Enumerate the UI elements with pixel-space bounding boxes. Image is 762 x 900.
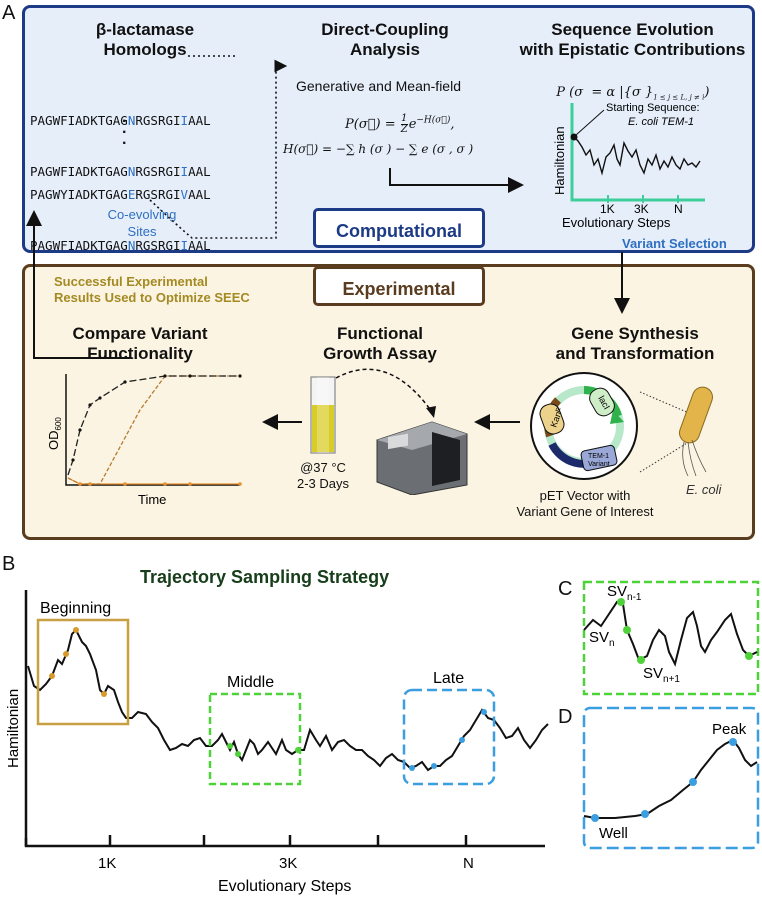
sv-prev-label: SVn-1 xyxy=(607,583,642,603)
panel-letter-d: D xyxy=(558,706,573,728)
computational-box xyxy=(22,5,755,253)
gene-title: Gene Synthesis and Transformation xyxy=(555,324,715,363)
trajectory-axes xyxy=(24,590,545,848)
sequence-4: PAGWFIADKTGAGNRGSRGIIAAL xyxy=(30,238,211,253)
dashed-curved-arrow xyxy=(335,368,436,418)
late-box xyxy=(402,688,496,786)
trajectory-plot: Beginning Middle Late Hamiltonian 1K 3K … xyxy=(5,590,549,895)
arrow-dca-to-seec xyxy=(389,168,524,193)
panel-letter-c: C xyxy=(558,578,573,600)
growth-xlabel: Time xyxy=(138,492,166,507)
computational-label: Computational xyxy=(313,208,485,248)
trajectory-line xyxy=(27,628,549,772)
fast-curve xyxy=(67,375,240,476)
panel-c-plot: SVn-1 SVn SVn+1 xyxy=(582,580,760,696)
beginning-box xyxy=(36,618,130,726)
experimental-box xyxy=(22,264,755,540)
growth-curve-plot: OD600 Time xyxy=(46,374,242,507)
well-label: Well xyxy=(599,825,628,842)
trajectory-title: Trajectory Sampling Strategy xyxy=(140,567,390,587)
middle-box xyxy=(208,692,302,786)
seec-plot: Starting Sequence: E. coli TEM-1 Hamilto… xyxy=(552,102,705,230)
vector-label: pET Vector with Variant Gene of Interest xyxy=(516,488,654,519)
dca-equation-2: H(σ⃗) = −∑ h (σ ) − ∑ e (σ , σ ) xyxy=(283,142,474,156)
sequence-list-2: PAGWYIADKTGAGERGSRGIVAAL PAGWFIADKTGAGNR… xyxy=(30,152,211,271)
seec-trajectory xyxy=(573,136,701,176)
beginning-label: Beginning xyxy=(40,600,111,617)
panel-letter-a: A xyxy=(2,2,16,24)
ecoli-label: E. coli xyxy=(686,482,722,497)
middle-label: Middle xyxy=(227,674,274,691)
growth-axes xyxy=(65,374,240,486)
variant-selection-label: Variant Selection xyxy=(622,236,727,251)
trajectory-ylabel: Hamiltonian xyxy=(5,689,22,768)
homologs-title: β-lactamase Homologs xyxy=(95,20,195,59)
start-seq: E. coli TEM-1 xyxy=(628,116,694,128)
seec-ylabel: Hamiltonian xyxy=(552,126,567,195)
seec-tick-n: N xyxy=(674,202,683,216)
growth-conditions: @37 °C 2-3 Days xyxy=(296,460,350,491)
start-label: Starting Sequence: xyxy=(606,102,700,114)
coevolving-sites-label: Co-evolving Sites xyxy=(107,207,177,239)
spectrophotometer-icon xyxy=(376,421,468,495)
growth-title: Functional Growth Assay xyxy=(323,324,437,363)
seec-tick-1k: 1K xyxy=(600,202,615,216)
ecoli-icon xyxy=(639,386,713,477)
seec-title: Sequence Evolution with Epistatic Contri… xyxy=(519,20,746,59)
trajectory-tick-n: N xyxy=(463,855,474,872)
peak-label: Peak xyxy=(712,721,747,738)
starting-sequence-point xyxy=(570,133,578,141)
trajectory-tick-1k: 1K xyxy=(98,855,116,872)
cuvette-icon xyxy=(310,376,336,454)
sequence-3: PAGWYIADKTGAGERGSRGIVAAL xyxy=(30,187,211,202)
sequence-2: PAGWFIADKTGAGNRGSRGIIAAL xyxy=(30,164,211,179)
slow-curve xyxy=(67,375,240,485)
dca-subtitle: Generative and Mean-field xyxy=(296,78,461,94)
sv-next-label: SVn+1 xyxy=(643,665,680,685)
sv-label: SVn xyxy=(589,629,615,649)
trajectory-tick-3k: 3K xyxy=(279,855,297,872)
seec-xlabel: Evolutionary Steps xyxy=(562,215,671,230)
experimental-label: Experimental xyxy=(313,266,485,306)
panel-d-plot: Peak Well xyxy=(582,706,760,850)
sequence-1: PAGWFIADKTGAGNRGSRGIIAAL xyxy=(30,113,211,128)
growth-ylabel: OD600 xyxy=(46,417,63,450)
arrow-homolog-to-dca xyxy=(149,59,288,239)
sequence-list: PAGWFIADKTGAGNRGSRGIIAAL PAGWFIADKTGAGNR… xyxy=(30,78,211,197)
feedback-label: Successful Experimental Results Used to … xyxy=(54,274,250,305)
seec-formula: P (σ = α |{σ }1 ≤ j ≤ L, j ≠ i) xyxy=(556,85,710,102)
panel-c-box xyxy=(582,580,760,696)
trajectory-xlabel: Evolutionary Steps xyxy=(218,878,351,895)
seec-tick-3k: 3K xyxy=(634,202,649,216)
ellipsis-dots: ··· xyxy=(122,113,128,152)
panel-letter-b: B xyxy=(2,553,16,575)
arrow-feedback xyxy=(26,210,130,359)
compare-title: Compare Variant Functionality xyxy=(72,324,208,363)
late-label: Late xyxy=(433,670,464,687)
dca-title: Direct-Coupling Analysis xyxy=(321,20,449,59)
